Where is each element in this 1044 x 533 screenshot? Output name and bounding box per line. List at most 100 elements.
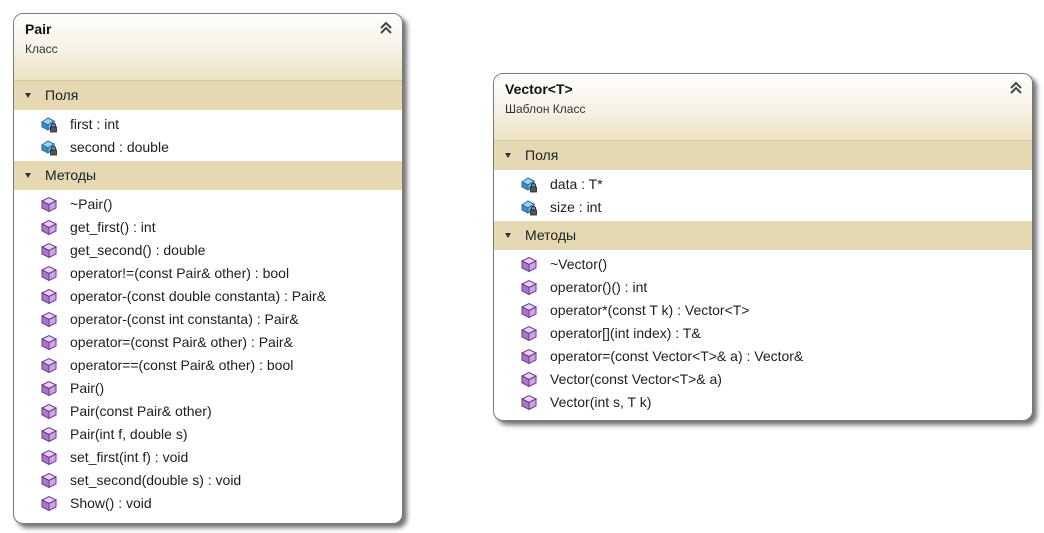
method-item[interactable]: Vector(int s, T k)	[494, 391, 1032, 414]
method-cube-icon	[520, 394, 538, 411]
method-cube-icon	[40, 242, 58, 259]
method-cube-icon	[40, 380, 58, 397]
method-cube-icon	[520, 371, 538, 388]
method-cube-icon	[40, 472, 58, 489]
method-list: ~Pair() get_first() : int get_second() : d…	[14, 190, 402, 517]
method-item[interactable]: operator*(const T k) : Vector<T>	[494, 299, 1032, 322]
method-item[interactable]: Pair(const Pair& other)	[14, 400, 402, 423]
method-cube-icon	[40, 219, 58, 236]
method-signature: ~Pair()	[70, 196, 113, 212]
section-label: Поля	[45, 87, 79, 103]
method-signature: operator-(const int constanta) : Pair&	[70, 311, 299, 327]
method-item[interactable]: ~Vector()	[494, 253, 1032, 276]
double-chevron-up-icon[interactable]	[378, 20, 394, 36]
double-chevron-up-icon[interactable]	[1008, 80, 1024, 96]
method-cube-icon	[520, 302, 538, 319]
method-item[interactable]: operator()() : int	[494, 276, 1032, 299]
field-list: first : int second : double	[14, 110, 402, 161]
method-cube-icon	[40, 288, 58, 305]
class-header: Vector<T> Шаблон Класс	[494, 74, 1032, 141]
method-cube-icon	[40, 495, 58, 512]
section-header-methods[interactable]: Методы	[494, 221, 1032, 250]
field-item[interactable]: first : int	[14, 113, 402, 136]
field-lock-icon	[40, 116, 58, 133]
expander-triangle-icon	[25, 93, 31, 98]
field-item[interactable]: size : int	[494, 196, 1032, 219]
expander-triangle-icon	[505, 153, 511, 158]
section-header-methods[interactable]: Методы	[14, 161, 402, 190]
method-item[interactable]: set_second(double s) : void	[14, 469, 402, 492]
method-cube-icon	[520, 279, 538, 296]
method-cube-icon	[520, 325, 538, 342]
class-card-pair[interactable]: Pair Класс Поля first : int second : doub…	[13, 13, 403, 524]
field-signature: second : double	[70, 139, 169, 155]
method-item[interactable]: operator-(const double constanta) : Pair…	[14, 285, 402, 308]
method-cube-icon	[40, 403, 58, 420]
expander-triangle-icon	[505, 233, 511, 238]
method-signature: get_first() : int	[70, 219, 156, 235]
method-item[interactable]: operator!=(const Pair& other) : bool	[14, 262, 402, 285]
method-item[interactable]: get_second() : double	[14, 239, 402, 262]
method-signature: operator*(const T k) : Vector<T>	[550, 302, 750, 318]
method-item[interactable]: operator==(const Pair& other) : bool	[14, 354, 402, 377]
method-signature: get_second() : double	[70, 242, 206, 258]
field-signature: size : int	[550, 199, 602, 215]
method-cube-icon	[40, 265, 58, 282]
method-cube-icon	[40, 426, 58, 443]
method-item[interactable]: Pair()	[14, 377, 402, 400]
method-item[interactable]: operator[](int index) : T&	[494, 322, 1032, 345]
method-item[interactable]: Pair(int f, double s)	[14, 423, 402, 446]
method-item[interactable]: Vector(const Vector<T>& a)	[494, 368, 1032, 391]
method-item[interactable]: set_first(int f) : void	[14, 446, 402, 469]
method-signature: ~Vector()	[550, 256, 608, 272]
method-item[interactable]: ~Pair()	[14, 193, 402, 216]
method-signature: Vector(const Vector<T>& a)	[550, 371, 722, 387]
method-item[interactable]: Show() : void	[14, 492, 402, 515]
method-signature: operator=(const Pair& other) : Pair&	[70, 334, 293, 350]
method-signature: Vector(int s, T k)	[550, 394, 652, 410]
method-signature: operator[](int index) : T&	[550, 325, 701, 341]
class-kind: Шаблон Класс	[505, 102, 586, 116]
field-item[interactable]: second : double	[14, 136, 402, 159]
method-signature: Pair(const Pair& other)	[70, 403, 212, 419]
section-header-fields[interactable]: Поля	[494, 141, 1032, 170]
method-cube-icon	[40, 334, 58, 351]
method-item[interactable]: operator=(const Pair& other) : Pair&	[14, 331, 402, 354]
method-cube-icon	[40, 449, 58, 466]
class-kind: Класс	[25, 42, 58, 56]
field-signature: data : T*	[550, 176, 603, 192]
method-cube-icon	[520, 256, 538, 273]
method-cube-icon	[40, 311, 58, 328]
method-signature: operator=(const Vector<T>& a) : Vector&	[550, 348, 804, 364]
method-signature: set_second(double s) : void	[70, 472, 242, 488]
method-signature: operator!=(const Pair& other) : bool	[70, 265, 290, 281]
method-item[interactable]: operator-(const int constanta) : Pair&	[14, 308, 402, 331]
method-cube-icon	[520, 348, 538, 365]
field-item[interactable]: data : T*	[494, 173, 1032, 196]
method-signature: set_first(int f) : void	[70, 449, 189, 465]
field-signature: first : int	[70, 116, 120, 132]
method-signature: operator()() : int	[550, 279, 648, 295]
method-cube-icon	[40, 357, 58, 374]
method-signature: Pair()	[70, 380, 105, 396]
method-signature: operator-(const double constanta) : Pair…	[70, 288, 327, 304]
method-item[interactable]: operator=(const Vector<T>& a) : Vector&	[494, 345, 1032, 368]
field-lock-icon	[40, 139, 58, 156]
method-signature: operator==(const Pair& other) : bool	[70, 357, 294, 373]
expander-triangle-icon	[25, 173, 31, 178]
section-header-fields[interactable]: Поля	[14, 81, 402, 110]
method-signature: Show() : void	[70, 495, 152, 511]
method-cube-icon	[40, 196, 58, 213]
method-item[interactable]: get_first() : int	[14, 216, 402, 239]
field-lock-icon	[520, 199, 538, 216]
class-header: Pair Класс	[14, 14, 402, 81]
class-card-vector[interactable]: Vector<T> Шаблон Класс Поля data : T* siz…	[493, 73, 1033, 421]
method-signature: Pair(int f, double s)	[70, 426, 188, 442]
section-label: Поля	[525, 147, 559, 163]
field-lock-icon	[520, 176, 538, 193]
class-title: Pair	[25, 21, 52, 37]
section-label: Методы	[45, 167, 97, 183]
method-list: ~Vector() operator()() : int operator*(con…	[494, 250, 1032, 416]
field-list: data : T* size : int	[494, 170, 1032, 221]
section-label: Методы	[525, 227, 577, 243]
